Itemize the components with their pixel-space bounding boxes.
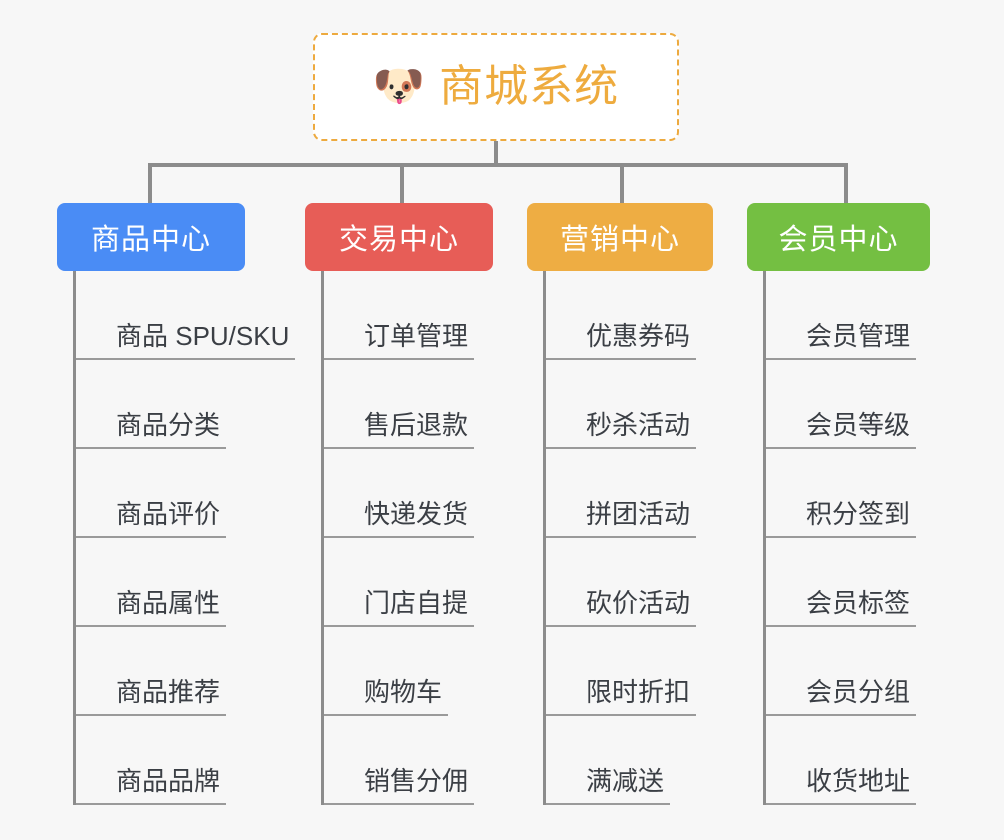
list-item[interactable]: 销售分佣 xyxy=(324,716,493,805)
connector-drop-3 xyxy=(620,163,624,203)
branch-column-2: 交易中心 订单管理 售后退款 快递发货 门店自提 购物车 销售分佣 xyxy=(305,203,493,805)
list-item[interactable]: 拼团活动 xyxy=(546,449,713,538)
list-item[interactable]: 商品评价 xyxy=(76,449,245,538)
leaf-label: 商品属性 xyxy=(76,588,227,627)
list-item[interactable]: 商品 SPU/SKU xyxy=(76,271,296,360)
list-item[interactable]: 门店自提 xyxy=(324,538,493,627)
branch-column-1: 商品中心 商品 SPU/SKU 商品分类 商品评价 商品属性 商品推荐 商品品牌 xyxy=(57,203,296,805)
list-item[interactable]: 商品推荐 xyxy=(76,627,245,716)
list-item[interactable]: 商品分类 xyxy=(76,360,245,449)
branch-header-2[interactable]: 交易中心 xyxy=(305,203,493,271)
list-item[interactable]: 购物车 xyxy=(324,627,493,716)
leaf-label: 积分签到 xyxy=(766,499,917,538)
leaf-label: 商品推荐 xyxy=(76,677,227,716)
leaf-label: 砍价活动 xyxy=(546,588,697,627)
leaf-label: 门店自提 xyxy=(324,588,475,627)
connector-drop-4 xyxy=(844,163,848,203)
connector-drop-2 xyxy=(400,163,404,203)
list-item[interactable]: 限时折扣 xyxy=(546,627,713,716)
leaf-label: 商品品牌 xyxy=(76,766,227,805)
leaf-label: 优惠券码 xyxy=(546,321,697,360)
leaf-label: 满减送 xyxy=(546,766,671,805)
branch-column-4: 会员中心 会员管理 会员等级 积分签到 会员标签 会员分组 收货地址 xyxy=(747,203,930,805)
branch-header-1[interactable]: 商品中心 xyxy=(57,203,245,271)
list-item[interactable]: 商品品牌 xyxy=(76,716,245,805)
leaf-label: 售后退款 xyxy=(324,410,475,449)
leaf-label: 订单管理 xyxy=(324,321,475,360)
list-item[interactable]: 收货地址 xyxy=(766,716,930,805)
branch-header-3[interactable]: 营销中心 xyxy=(527,203,713,271)
list-item[interactable]: 砍价活动 xyxy=(546,538,713,627)
list-item[interactable]: 满减送 xyxy=(546,716,713,805)
list-item[interactable]: 快递发货 xyxy=(324,449,493,538)
leaf-label: 商品 SPU/SKU xyxy=(76,321,296,360)
leaf-label: 会员标签 xyxy=(766,588,917,627)
leaf-label: 销售分佣 xyxy=(324,766,475,805)
leaf-label: 商品评价 xyxy=(76,499,227,538)
list-item[interactable]: 售后退款 xyxy=(324,360,493,449)
leaf-label: 拼团活动 xyxy=(546,499,697,538)
leaf-list-2: 订单管理 售后退款 快递发货 门店自提 购物车 销售分佣 xyxy=(321,271,493,805)
leaf-list-1: 商品 SPU/SKU 商品分类 商品评价 商品属性 商品推荐 商品品牌 xyxy=(73,271,296,805)
leaf-list-4: 会员管理 会员等级 积分签到 会员标签 会员分组 收货地址 xyxy=(763,271,930,805)
dog-face-icon: 🐶 xyxy=(372,62,426,109)
leaf-list-3: 优惠券码 秒杀活动 拼团活动 砍价活动 限时折扣 满减送 xyxy=(543,271,713,805)
root-title: 商城系统 xyxy=(439,62,620,111)
leaf-label: 会员分组 xyxy=(766,677,917,716)
list-item[interactable]: 商品属性 xyxy=(76,538,245,627)
leaf-label: 收货地址 xyxy=(766,766,917,805)
list-item[interactable]: 会员标签 xyxy=(766,538,930,627)
leaf-label: 会员管理 xyxy=(766,321,917,360)
connector-bus xyxy=(148,163,848,167)
list-item[interactable]: 积分签到 xyxy=(766,449,930,538)
branch-column-3: 营销中心 优惠券码 秒杀活动 拼团活动 砍价活动 限时折扣 满减送 xyxy=(527,203,713,805)
list-item[interactable]: 会员管理 xyxy=(766,271,930,360)
branch-header-4[interactable]: 会员中心 xyxy=(747,203,930,271)
leaf-label: 秒杀活动 xyxy=(546,410,697,449)
leaf-label: 快递发货 xyxy=(324,499,475,538)
leaf-label: 会员等级 xyxy=(766,410,917,449)
root-node[interactable]: 🐶 商城系统 xyxy=(313,33,679,141)
connector-stem xyxy=(494,141,498,165)
leaf-label: 商品分类 xyxy=(76,410,227,449)
list-item[interactable]: 会员分组 xyxy=(766,627,930,716)
list-item[interactable]: 会员等级 xyxy=(766,360,930,449)
leaf-label: 购物车 xyxy=(324,677,449,716)
connector-drop-1 xyxy=(148,163,152,203)
list-item[interactable]: 秒杀活动 xyxy=(546,360,713,449)
leaf-label: 限时折扣 xyxy=(546,677,697,716)
list-item[interactable]: 优惠券码 xyxy=(546,271,713,360)
list-item[interactable]: 订单管理 xyxy=(324,271,493,360)
